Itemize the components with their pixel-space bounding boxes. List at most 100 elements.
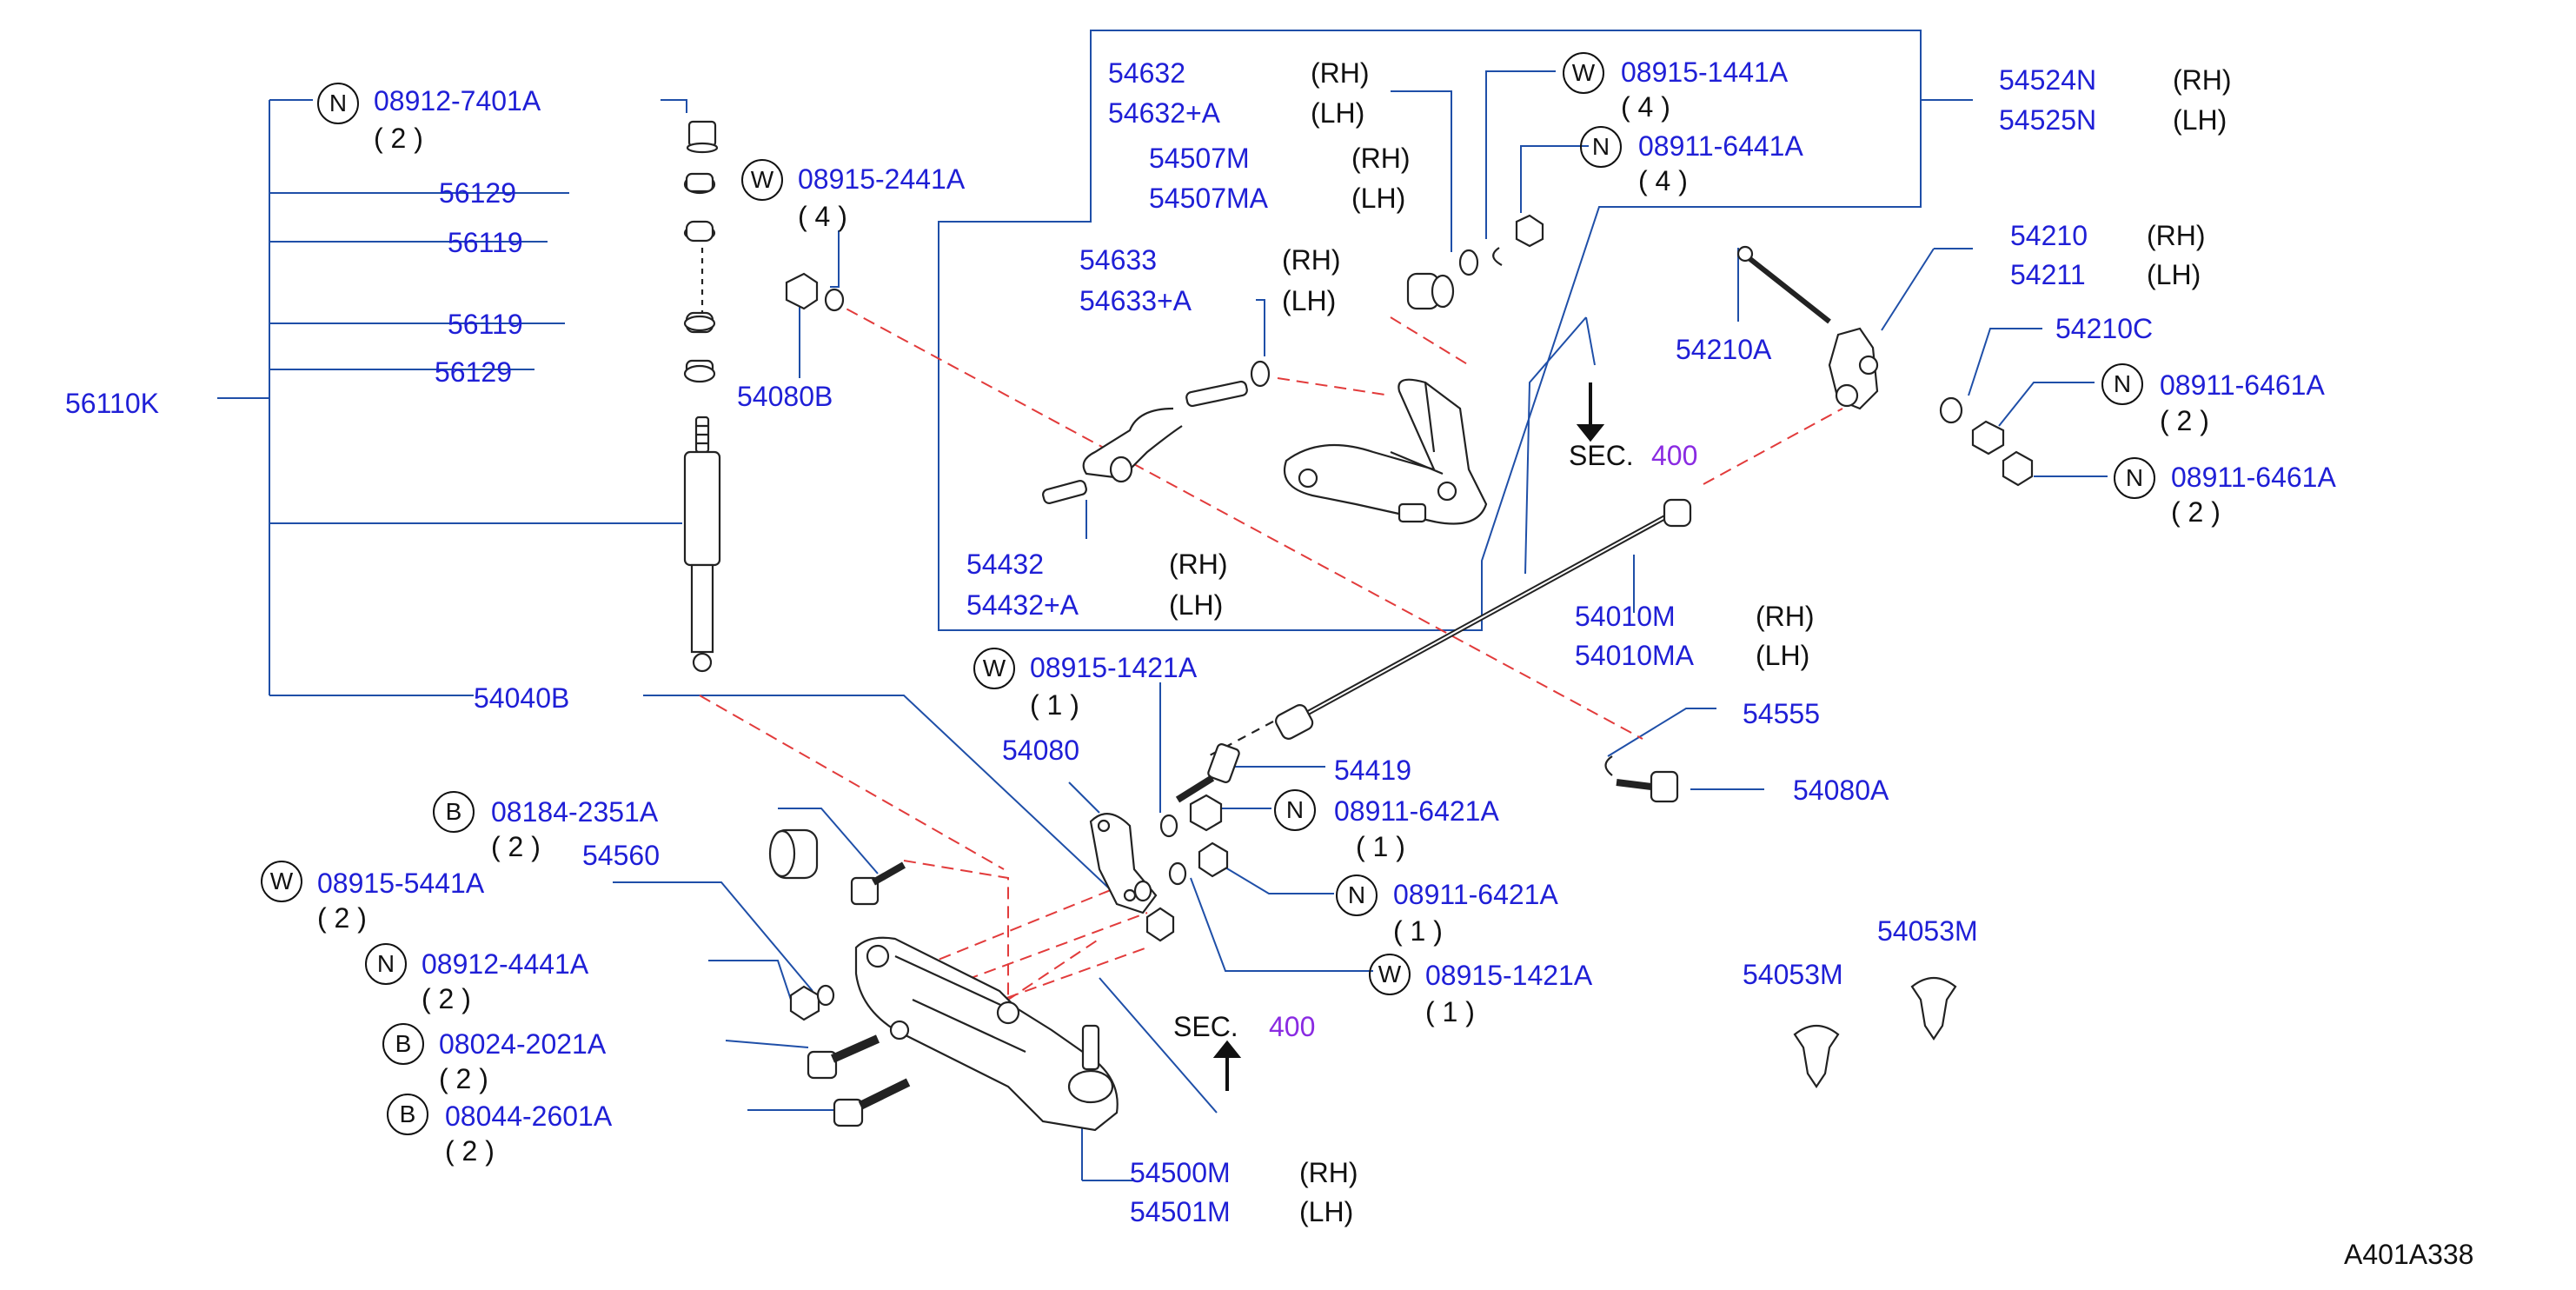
dash-10 xyxy=(1277,377,1391,396)
bolt-54080a xyxy=(1616,770,1679,803)
part-54040b[interactable]: 54040B xyxy=(474,682,570,714)
leader-54080 xyxy=(1068,781,1100,814)
part-08915-5441a[interactable]: 08915-5441A xyxy=(317,868,485,899)
side-lh: (LH) xyxy=(1282,285,1337,316)
nut-08911-6461a-2 xyxy=(2002,450,2034,487)
part-54210a[interactable]: 54210A xyxy=(1676,334,1772,365)
circle-b: B xyxy=(433,791,475,833)
leader-08912-7401a xyxy=(661,99,687,113)
part-54210c[interactable]: 54210C xyxy=(2055,313,2154,344)
sec-label-lower: SEC. xyxy=(1173,1011,1238,1042)
part-54632[interactable]: 54632 xyxy=(1108,57,1185,89)
part-54053m-1[interactable]: 54053M xyxy=(1743,959,1843,990)
part-08184-2351a[interactable]: 08184-2351A xyxy=(491,796,659,828)
leader-08911-6421a-2 xyxy=(1220,864,1334,894)
washer-08915-1421a-2 xyxy=(1168,861,1187,886)
part-08915-1421a-2[interactable]: 08915-1421A xyxy=(1425,960,1593,991)
qty: ( 2 ) xyxy=(317,902,367,934)
part-08915-1441a[interactable]: 08915-1441A xyxy=(1621,57,1789,88)
qty: ( 1 ) xyxy=(1356,831,1405,862)
leader-08915-1441a xyxy=(1485,70,1556,239)
leader-54555 xyxy=(1607,708,1716,757)
part-54501m[interactable]: 54501M xyxy=(1130,1196,1231,1227)
upper-shaft-54633 xyxy=(1042,360,1271,504)
part-54633[interactable]: 54633 xyxy=(1079,244,1157,276)
clip-54632 xyxy=(1492,247,1503,266)
part-08912-4441a[interactable]: 08912-4441A xyxy=(422,948,589,980)
part-54010m[interactable]: 54010M xyxy=(1575,601,1676,632)
leader-54040b xyxy=(643,695,1122,901)
part-08915-2441a[interactable]: 08915-2441A xyxy=(798,163,966,195)
nut-08912-4441a xyxy=(789,985,820,1021)
circle-n: N xyxy=(365,943,407,985)
sec-label-upper: SEC. xyxy=(1569,440,1634,471)
part-54053m-2[interactable]: 54053M xyxy=(1877,915,1978,947)
qty: ( 2 ) xyxy=(439,1063,488,1094)
circle-w: W xyxy=(261,861,302,902)
sec-number-upper[interactable]: 400 xyxy=(1651,440,1698,471)
part-08024-2021a[interactable]: 08024-2021A xyxy=(439,1028,607,1060)
side-lh: (LH) xyxy=(2173,104,2227,136)
part-54432[interactable]: 54432 xyxy=(966,549,1044,580)
part-54524n[interactable]: 54524N xyxy=(1999,64,2097,96)
circle-n: N xyxy=(2114,457,2155,499)
nut-54080b xyxy=(785,272,819,310)
part-54010ma[interactable]: 54010MA xyxy=(1575,640,1694,671)
dash-3 xyxy=(903,860,1009,1043)
part-08911-6421a-2[interactable]: 08911-6421A xyxy=(1393,879,1558,910)
part-54432-a[interactable]: 54432+A xyxy=(966,589,1079,621)
side-rh: (RH) xyxy=(1282,244,1341,276)
dash-8 xyxy=(1703,408,1843,485)
part-56129[interactable]: 56129 xyxy=(439,177,516,209)
part-08911-6421a[interactable]: 08911-6421A xyxy=(1334,795,1499,827)
part-54211[interactable]: 54211 xyxy=(2010,259,2086,290)
leader-54632 xyxy=(1391,90,1452,252)
part-08912-7401a[interactable]: 08912-7401A xyxy=(374,85,541,116)
part-56119-2[interactable]: 56119 xyxy=(448,309,523,340)
sec400-leader-upper2 xyxy=(1585,316,1596,366)
leader-08912-4441a xyxy=(708,960,792,1001)
qty: ( 2 ) xyxy=(374,123,423,154)
part-54080a[interactable]: 54080A xyxy=(1793,775,1889,806)
part-54632-a[interactable]: 54632+A xyxy=(1108,97,1221,129)
leader-08915-1421a-2 xyxy=(1190,877,1373,972)
washer-08915-2441a xyxy=(824,288,845,312)
circle-b: B xyxy=(382,1023,424,1065)
leader-08915-2441a xyxy=(830,230,840,288)
part-54507ma[interactable]: 54507MA xyxy=(1149,183,1268,214)
qty: ( 2 ) xyxy=(422,983,471,1014)
circle-n: N xyxy=(1336,874,1378,916)
part-54525n[interactable]: 54525N xyxy=(1999,104,2097,136)
bushing-54560 xyxy=(768,828,819,880)
qty: ( 2 ) xyxy=(445,1135,495,1167)
part-08044-2601a[interactable]: 08044-2601A xyxy=(445,1100,613,1132)
part-54080b[interactable]: 54080B xyxy=(737,381,833,412)
side-rh: (RH) xyxy=(1299,1157,1358,1188)
part-08911-6461a[interactable]: 08911-6461A xyxy=(2160,369,2325,401)
part-08915-1421a[interactable]: 08915-1421A xyxy=(1030,652,1198,683)
part-54507m[interactable]: 54507M xyxy=(1149,143,1250,174)
part-56110k[interactable]: 56110K xyxy=(65,388,159,419)
part-54210[interactable]: 54210 xyxy=(2010,220,2088,251)
part-56119[interactable]: 56119 xyxy=(448,227,523,258)
part-56129-2[interactable]: 56129 xyxy=(435,356,512,388)
washer-08915-5441a xyxy=(816,984,835,1007)
part-54555[interactable]: 54555 xyxy=(1743,698,1820,729)
stabilizer-link-54210 xyxy=(1736,245,1879,410)
part-54419[interactable]: 54419 xyxy=(1334,755,1411,786)
part-08911-6441a[interactable]: 08911-6441A xyxy=(1638,130,1803,162)
qty: ( 2 ) xyxy=(2171,496,2221,528)
part-54080[interactable]: 54080 xyxy=(1002,735,1079,766)
part-54500m[interactable]: 54500M xyxy=(1130,1157,1231,1188)
part-54633-a[interactable]: 54633+A xyxy=(1079,285,1192,316)
dash-4 xyxy=(903,881,1131,974)
bolt-08024-2021a xyxy=(807,1034,880,1080)
clip-54053m-2 xyxy=(1910,976,1957,1041)
part-08911-6461a-2[interactable]: 08911-6461A xyxy=(2171,462,2336,493)
sec-number-lower[interactable]: 400 xyxy=(1269,1011,1316,1042)
part-54560[interactable]: 54560 xyxy=(582,840,660,871)
leader-08911-6441a xyxy=(1520,145,1589,213)
qty: ( 1 ) xyxy=(1393,915,1443,947)
